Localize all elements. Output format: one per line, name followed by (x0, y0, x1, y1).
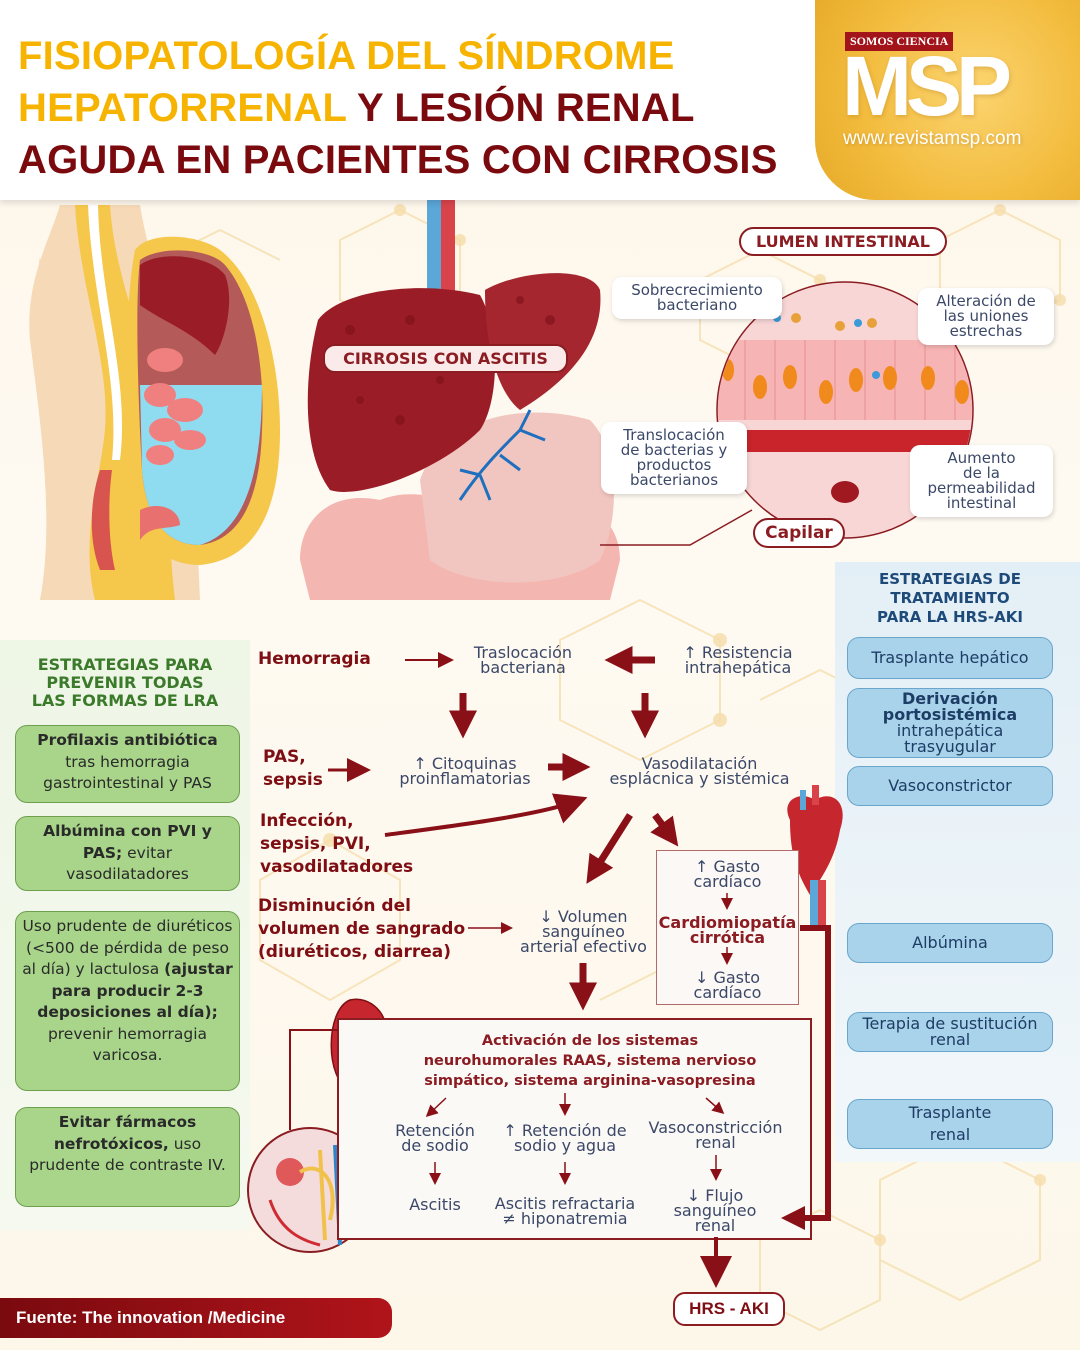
cause-infection: Infección, sepsis, PVI, vasodilatadores (260, 811, 414, 877)
header: FISIOPATOLOGÍA DEL SÍNDROME HEPATORRENAL… (0, 0, 1080, 200)
prevention-antibiotic-prophylaxis: Profilaxis antibiótica tras hemorragia g… (15, 725, 240, 803)
result-renal-blood-flow: ↓ Flujo sanguíneo renal (673, 1186, 757, 1235)
node-cardiac-output-up: ↑ Gasto cardíaco (693, 857, 762, 891)
intestinal-lumen-illustration (716, 281, 974, 539)
page-title: FISIOPATOLOGÍA DEL SÍNDROME HEPATORRENAL… (18, 30, 818, 186)
prevention-diuretics: Uso prudente de diuréticos (<500 de pérd… (15, 911, 240, 1091)
prevention-panel-title: ESTRATEGIAS PARA PREVENIR TODAS LAS FORM… (31, 655, 219, 710)
title-line-3: AGUDA EN PACIENTES CON CIRROSIS (18, 138, 778, 182)
callout-intestinal-permeability: Aumento de la permeabilidad intestinal (910, 445, 1053, 517)
sagittal-abdomen-illustration (29, 205, 280, 600)
cardiac-output-box (656, 850, 799, 1005)
callout-tight-junction-alteration: Alteración de las uniones estrechas (918, 288, 1054, 345)
cause-hemorrhage: Hemorragia (258, 649, 371, 669)
result-ascites: Ascitis (409, 1195, 461, 1214)
title-line-2-highlight: HEPATORRENAL (18, 86, 347, 130)
prevention-nephrotoxic-drugs: Evitar fármacos nefrotóxicos, uso pruden… (15, 1107, 240, 1207)
prevention-albumin: Albúmina con PVI y PAS; evitar vasodilat… (15, 816, 240, 891)
title-line-2-rest: Y LESIÓN RENAL (346, 86, 695, 130)
intestinal-lumen-label: LUMEN INTESTINAL (739, 227, 947, 256)
node-cirrhotic-cardiomyopathy: Cardiomiopatía cirrótica (658, 913, 797, 947)
node-bacterial-translocation: Traslocación bacteriana (473, 643, 573, 677)
treatment-tips: Derivación portosistémica intrahepática … (847, 688, 1053, 758)
effect-sodium-water-retention: ↑ Retención de sodio y agua (503, 1121, 627, 1155)
callout-bacterial-translocation: Translocación de bacterias y productos b… (601, 422, 747, 494)
treatment-liver-transplant: Trasplante hepático (847, 637, 1053, 679)
logo-url-link[interactable]: www.revistamsp.com (843, 128, 1022, 149)
prevention-strategies-panel: ESTRATEGIAS PARA PREVENIR TODAS LAS FORM… (0, 640, 250, 1230)
cause-sbp-sepsis: PAS, sepsis (263, 747, 323, 790)
cirrhotic-liver-illustration (300, 200, 620, 600)
neurohumoral-activation-box (337, 1018, 812, 1240)
node-vasodilation: Vasodilatación esplácnica y sistémica (609, 754, 790, 788)
capillary-label: Capilar (753, 518, 845, 548)
title-line-1: FISIOPATOLOGÍA DEL SÍNDROME (18, 34, 675, 78)
treatment-panel-title: ESTRATEGIAS DE TRATAMIENTO PARA LA HRS-A… (877, 570, 1023, 626)
node-cardiac-output-down: ↓ Gasto cardíaco (693, 968, 762, 1002)
logo-tagline: SOMOS CIENCIA (845, 32, 954, 51)
result-refractory-ascites: Ascitis refractaria ≠ hiponatremia (494, 1194, 636, 1228)
treatment-strategies-panel: ESTRATEGIAS DE TRATAMIENTO PARA LA HRS-A… (835, 562, 1080, 1162)
effect-renal-vasoconstriction: Vasoconstricción renal (648, 1118, 783, 1152)
logo-brand: MSP (842, 39, 1012, 133)
heart-illustration (787, 785, 843, 925)
treatment-albumin: Albúmina (847, 923, 1053, 963)
node-intrahepatic-resistance: ↑ Resistencia intrahepática (683, 643, 793, 677)
effect-sodium-retention: Retención de sodio (395, 1121, 475, 1155)
node-effective-arterial-volume: ↓ Volumen sanguíneo arterial efectivo (520, 907, 647, 956)
cause-volume-loss: Disminución del volumen de sangrado (diu… (258, 896, 466, 962)
callout-bacterial-overgrowth: Sobrecrecimiento bacteriano (612, 277, 782, 319)
node-proinflammatory-cytokines: ↑ Citoquinas proinflamatorias (399, 754, 531, 788)
treatment-kidney-transplant: Trasplante renal (847, 1099, 1053, 1149)
hrs-aki-outcome: HRS - AKI (673, 1292, 785, 1326)
source-citation: Fuente: The innovation /Medicine (0, 1298, 392, 1338)
treatment-vasoconstrictor: Vasoconstrictor (847, 766, 1053, 806)
cirrhosis-ascites-label: CIRROSIS CON ASCITIS (323, 344, 568, 373)
neurohumoral-title: Activación de los sistemas neurohumorale… (423, 1033, 757, 1089)
treatment-renal-replacement: Terapia de sustitución renal (847, 1012, 1053, 1052)
msp-logo[interactable]: SOMOS CIENCIA MSP www.revistamsp.com (815, 0, 1080, 200)
